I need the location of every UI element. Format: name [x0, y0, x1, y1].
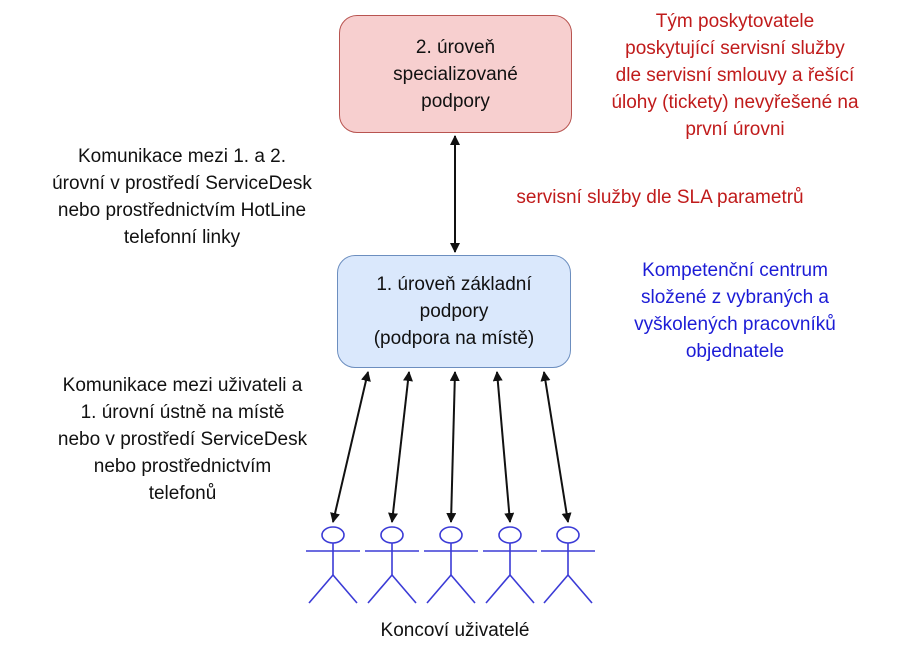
actor-head	[439, 526, 463, 544]
comm-levels-line-1: Komunikace mezi 1. a 2.	[77, 146, 287, 167]
comm-users-line-4: nebo prostřednictvím	[93, 456, 272, 477]
comm-users-line-3: nebo v prostředí ServiceDesk	[57, 429, 308, 450]
actor-left-leg	[308, 574, 334, 604]
actor-head	[498, 526, 522, 544]
actor-head	[556, 526, 580, 544]
level2-support-box[interactable]: 2. úroveň specializované podpory	[339, 15, 572, 133]
provider-note-line-5: první úrovni	[685, 119, 785, 140]
competence-note-line-3: vyškolených pracovníků	[634, 314, 836, 335]
level2-box-line-3: podpory	[421, 90, 490, 112]
user-connector-arrow[interactable]	[330, 371, 371, 523]
actor-right-leg	[332, 574, 358, 604]
level1-support-box[interactable]: 1. úroveň základní podpory (podpora na m…	[337, 255, 571, 368]
competence-note-line-2: složené z vybraných a	[641, 287, 829, 308]
user-actor-icon	[365, 526, 419, 604]
comm-users-line-5: telefonů	[148, 483, 217, 504]
actor-head	[321, 526, 345, 544]
user-actor-icon	[541, 526, 595, 604]
competence-center-note: Kompetenční centrum složené z vybraných …	[590, 257, 880, 365]
actor-left-leg	[543, 574, 569, 604]
actor-right-leg	[509, 574, 535, 604]
provider-note-line-2: poskytující servisní služby	[625, 38, 845, 59]
actor-left-leg	[367, 574, 393, 604]
actor-right-leg	[450, 574, 476, 604]
competence-note-line-4: objednatele	[685, 341, 785, 362]
user-actor-icon	[483, 526, 537, 604]
comm-levels-line-4: telefonní linky	[123, 227, 241, 248]
actor-right-leg	[567, 574, 593, 604]
user-communication-note: Komunikace mezi uživateli a 1. úrovní ús…	[15, 372, 350, 507]
comm-users-line-2: 1. úrovní ústně na místě	[80, 402, 285, 423]
actor-left-leg	[485, 574, 511, 604]
end-users-text: Koncoví uživatelé	[380, 620, 530, 641]
user-connector-arrow[interactable]	[540, 371, 572, 523]
level1-box-line-1: 1. úroveň základní	[376, 274, 532, 295]
actor-right-leg	[391, 574, 417, 604]
end-users-label: Koncoví uživatelé	[340, 617, 570, 644]
user-connector-arrow[interactable]	[492, 371, 515, 523]
sla-label-text: servisní služby dle SLA parametrů	[516, 187, 804, 208]
user-connector-arrow[interactable]	[388, 371, 413, 523]
comm-levels-line-2: úrovní v prostředí ServiceDesk	[52, 173, 312, 194]
level1-box-line-2: podpory	[419, 301, 489, 322]
comm-levels-line-3: nebo prostřednictvím HotLine	[57, 200, 307, 221]
level2-box-line-1: 2. úroveň	[415, 36, 496, 58]
provider-note-line-1: Tým poskytovatele	[655, 11, 815, 32]
user-connector-arrow[interactable]	[446, 371, 460, 523]
level1-box-line-3: (podpora na místě)	[373, 328, 535, 349]
user-actor-icon	[306, 526, 360, 604]
level2-box-line-2: specializované	[393, 63, 518, 85]
provider-note-line-3: dle servisní smlouvy a řešící	[615, 65, 855, 86]
level-communication-note: Komunikace mezi 1. a 2. úrovní v prostře…	[12, 143, 352, 251]
actor-left-leg	[426, 574, 452, 604]
sla-services-label: servisní služby dle SLA parametrů	[470, 184, 850, 211]
comm-users-line-1: Komunikace mezi uživateli a	[62, 375, 303, 396]
user-actor-icon	[424, 526, 478, 604]
provider-team-note: Tým poskytovatele poskytující servisní s…	[580, 8, 890, 143]
actor-head	[380, 526, 404, 544]
provider-note-line-4: úlohy (tickety) nevyřešené na	[611, 92, 859, 113]
competence-note-line-1: Kompetenční centrum	[642, 260, 828, 281]
